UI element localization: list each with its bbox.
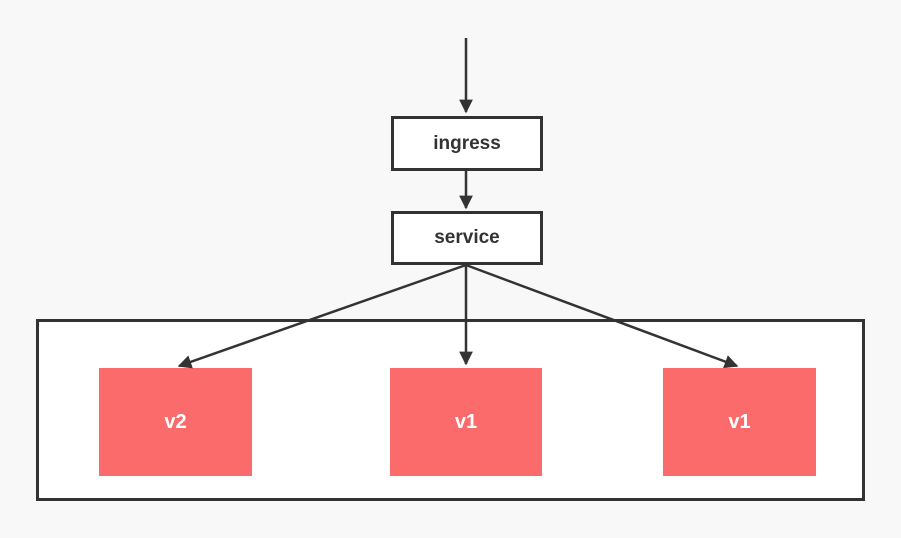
pod-label: v2 [164,410,187,433]
ingress-node: ingress [391,116,543,171]
pod-v2: v2 [99,368,252,476]
pod-label: v1 [454,410,478,433]
pod-v1-right: v1 [663,368,816,476]
service-node: service [391,211,543,265]
pod-v1-middle: v1 [390,368,542,476]
ingress-node-label: ingress [433,132,501,154]
service-node-label: service [434,227,500,248]
pod-label: v1 [728,410,751,433]
